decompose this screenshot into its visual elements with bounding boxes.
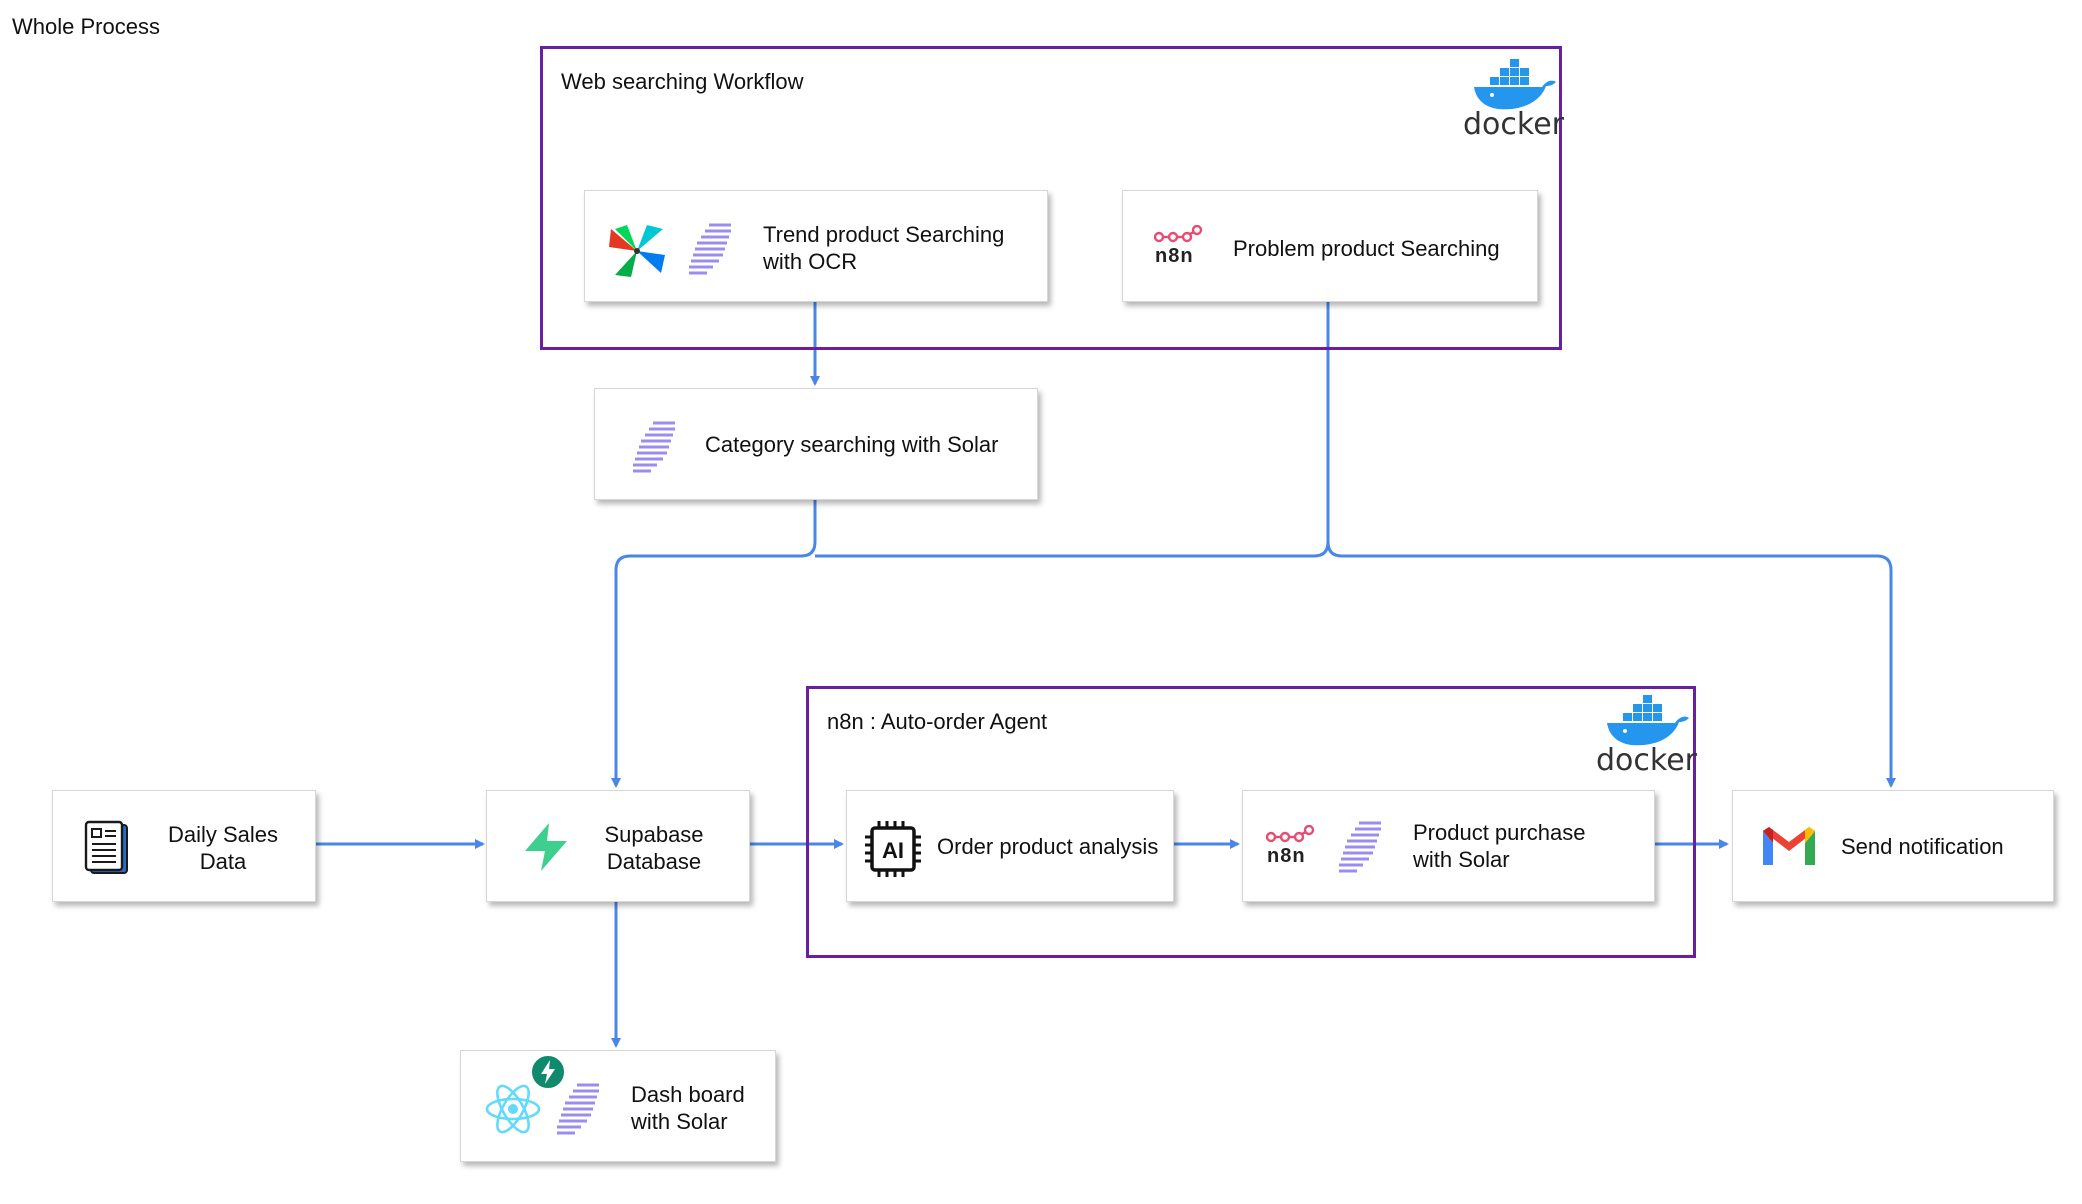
docker-icon [1474, 59, 1556, 110]
n8n-icon: n8n [1265, 824, 1317, 869]
node-label: Dash board with Solar [631, 1082, 745, 1134]
n8n-wordmark: n8n [1155, 245, 1194, 267]
node-label: Category searching with Solar [705, 432, 999, 457]
node-send-notification[interactable]: Send notification [1732, 790, 2054, 902]
node-label: Problem product Searching [1233, 236, 1500, 261]
airflow-pinwheel-icon [609, 225, 665, 277]
node-product-purchase[interactable]: n8n Product purchase with Solar [1242, 790, 1655, 902]
node-label: Trend product Searching with OCR [763, 222, 1005, 274]
group-label: Web searching Workflow [561, 69, 804, 94]
docker-wordmark: docker [1463, 107, 1564, 142]
solar-icon [689, 223, 731, 275]
react-icon [485, 1084, 541, 1134]
node-order-product-analysis[interactable]: AI Order product analysis [846, 790, 1174, 902]
n8n-icon: n8n [1153, 224, 1205, 269]
arrow-problem-to-notification [1326, 541, 1896, 788]
solar-icon [557, 1083, 599, 1135]
node-label: Product purchase with Solar [1413, 820, 1586, 872]
node-label: Daily Sales Data [167, 822, 279, 874]
node-dashboard[interactable]: Dash board with Solar [460, 1050, 776, 1162]
group-web-searching-workflow: Web searching Workflow docker [540, 46, 1564, 350]
node-label: Order product analysis [937, 834, 1159, 859]
node-supabase-database[interactable]: Supabase Database [486, 790, 750, 902]
ai-chip-icon: AI [865, 821, 921, 877]
lightning-badge-icon [530, 1054, 566, 1090]
node-label: Send notification [1841, 834, 2004, 859]
group-auto-order-agent: n8n : Auto-order Agent docker [806, 686, 1697, 958]
docker-icon [1607, 695, 1689, 746]
node-label: Supabase Database [604, 822, 704, 874]
solar-icon [1339, 821, 1381, 873]
arrow-category-to-supabase [611, 500, 817, 788]
ai-chip-text: AI [882, 838, 904, 863]
node-problem-product-searching[interactable]: n8n Problem product Searching [1122, 190, 1538, 302]
n8n-wordmark: n8n [1267, 845, 1306, 867]
docker-wordmark: docker [1596, 743, 1697, 778]
group-label: n8n : Auto-order Agent [827, 709, 1048, 734]
node-daily-sales-data[interactable]: Daily Sales Data [52, 790, 316, 902]
supabase-icon [525, 823, 567, 871]
diagram-title: Whole Process [12, 14, 160, 39]
gmail-icon [1763, 827, 1815, 865]
solar-icon [633, 421, 675, 473]
node-category-searching[interactable]: Category searching with Solar [594, 388, 1038, 500]
document-icon [84, 820, 128, 874]
node-trend-product-searching[interactable]: Trend product Searching with OCR [584, 190, 1048, 302]
